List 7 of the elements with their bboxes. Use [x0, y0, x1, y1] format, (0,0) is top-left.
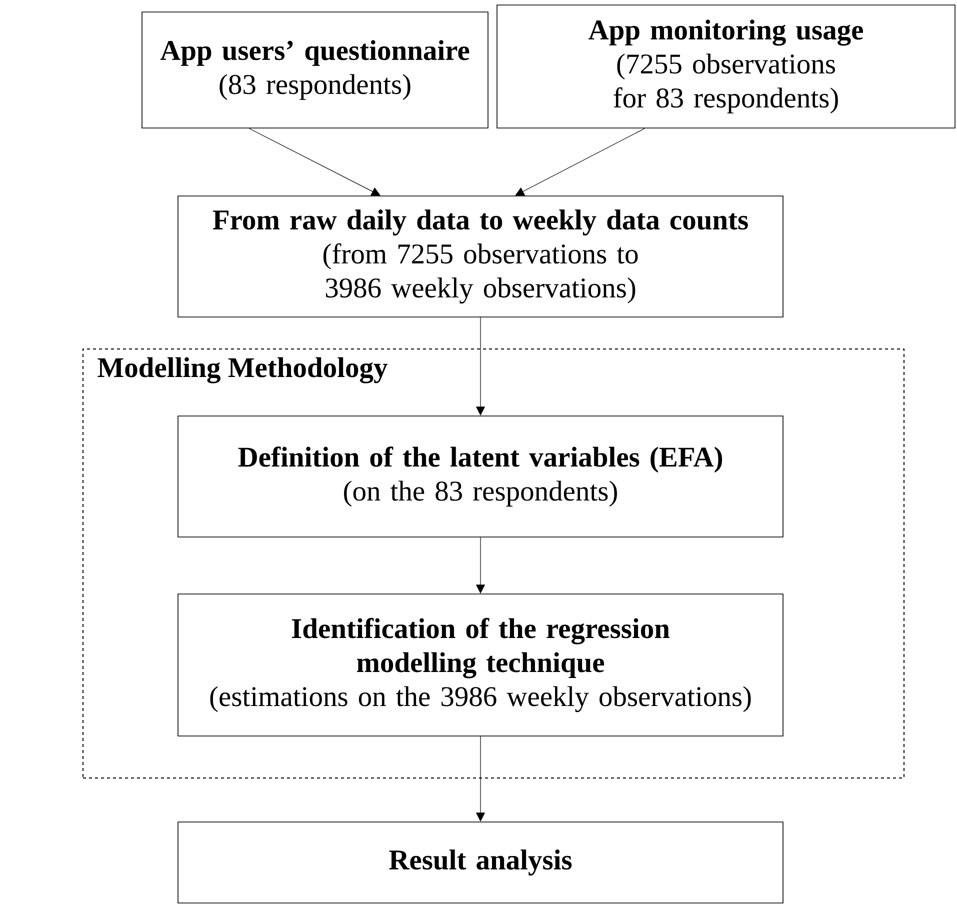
process-box: Identification of the regression modelling technique (estimations on the 3986 weekly observations) — [178, 594, 784, 736]
process-box: App users’ questionnaire (83 respondents) — [142, 12, 488, 128]
process-box: App monitoring usage (7255 observations for 83 respondents) — [496, 4, 956, 128]
process-box: Definition of the latent variables (EFA) (on the 83 respondents) — [178, 416, 784, 538]
process-box: From raw daily data to weekly data counts (from 7255 observations to 3986 weekly observations) — [178, 196, 784, 318]
arrow — [515, 128, 646, 196]
process-box: Result analysis — [178, 822, 784, 904]
